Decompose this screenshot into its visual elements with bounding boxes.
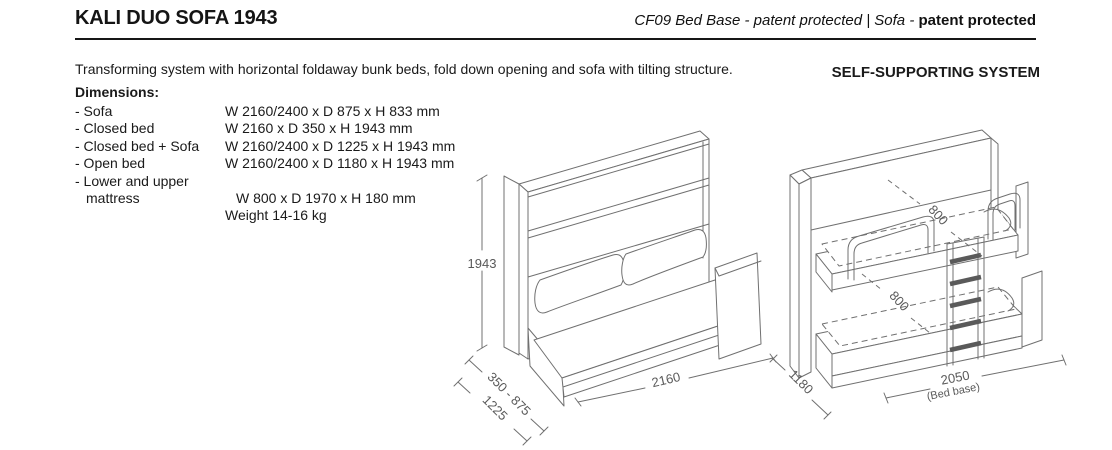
- upper-guard-rail: [847, 215, 935, 280]
- upper-pillow: [983, 208, 1012, 232]
- dimensions-block: Dimensions: - Sofa W 2160/2400 x D 875 x …: [75, 84, 455, 225]
- upper-bed: [815, 181, 1029, 293]
- dimension-value: Weight 14-16 kg: [225, 207, 327, 224]
- product-description: Transforming system with horizontal fold…: [75, 61, 733, 77]
- dim-depth-open-label: 1180: [786, 367, 816, 397]
- dim-height-label: 1943: [468, 256, 497, 271]
- sofa-armrest: [714, 252, 762, 360]
- upper-mattress: [821, 206, 1014, 267]
- self-supporting-label: SELF-SUPPORTING SYSTEM: [831, 64, 1040, 81]
- patent-note: CF09 Bed Base - patent protected | Sofa …: [634, 12, 1036, 29]
- dimension-row: mattress W 800 x D 1970 x H 180 mm: [75, 190, 455, 207]
- dimensions-heading: Dimensions:: [75, 84, 160, 100]
- sofa: [527, 229, 762, 407]
- dimension-label: - Open bed: [75, 155, 146, 172]
- head-guard-rail: [987, 192, 1021, 240]
- header-divider: [75, 38, 1036, 40]
- dimension-row: - Closed bed + Sofa W 2160/2400 x D 1225 …: [75, 138, 455, 155]
- dimension-row: Weight 14-16 kg: [75, 207, 455, 224]
- page-title: KALI DUO SOFA 1943: [75, 7, 278, 29]
- dimension-label: [75, 207, 225, 224]
- sofa-cushion-left: [534, 254, 625, 314]
- ladder: [946, 236, 985, 367]
- dimension-label: - Closed bed: [75, 120, 155, 137]
- dimension-row: - Closed bed W 2160 x D 350 x H 1943 mm: [75, 120, 455, 137]
- dimension-label: - Lower and upper: [75, 172, 189, 189]
- dim-bed-base-width-label: 2050: [940, 367, 971, 387]
- sofa-cushion-right: [621, 229, 707, 286]
- dim-width-label: 2160: [650, 369, 682, 390]
- bunk-cabinet: [789, 129, 999, 379]
- diagram-open-bunk-bed: 800 800 1180 2050 (Bed base): [769, 129, 1067, 420]
- dimension-value: W 2160/2400 x D 875 x H 833 mm: [225, 103, 440, 119]
- patent-note-bold: patent protected: [918, 12, 1036, 29]
- dimension-row: - Sofa W 2160/2400 x D 875 x H 833 mm: [75, 103, 455, 120]
- dimension-value: W 2160/2400 x D 1225 x H 1943 mm: [225, 137, 456, 154]
- bedside-unit: [1021, 270, 1043, 348]
- dimension-row: - Lower and upper: [75, 173, 455, 190]
- diagram-closed-bed-sofa: 1943 350 - 875 1225 2160: [453, 130, 777, 446]
- lower-pillow: [987, 288, 1015, 312]
- dimension-label: mattress: [86, 190, 140, 207]
- dimension-value: W 2160 x D 350 x H 1943 mm: [225, 120, 413, 137]
- dimension-label: - Sofa: [75, 103, 113, 119]
- dimension-label: - Closed bed + Sofa: [75, 137, 200, 154]
- dimension-row: - Open bed W 2160/2400 x D 1180 x H 1943 …: [75, 155, 455, 172]
- dimension-value: W 800 x D 1970 x H 180 mm: [236, 190, 416, 207]
- patent-note-italic: CF09 Bed Base - patent protected | Sofa …: [634, 12, 919, 29]
- dimension-value: W 2160/2400 x D 1180 x H 1943 mm: [225, 155, 455, 172]
